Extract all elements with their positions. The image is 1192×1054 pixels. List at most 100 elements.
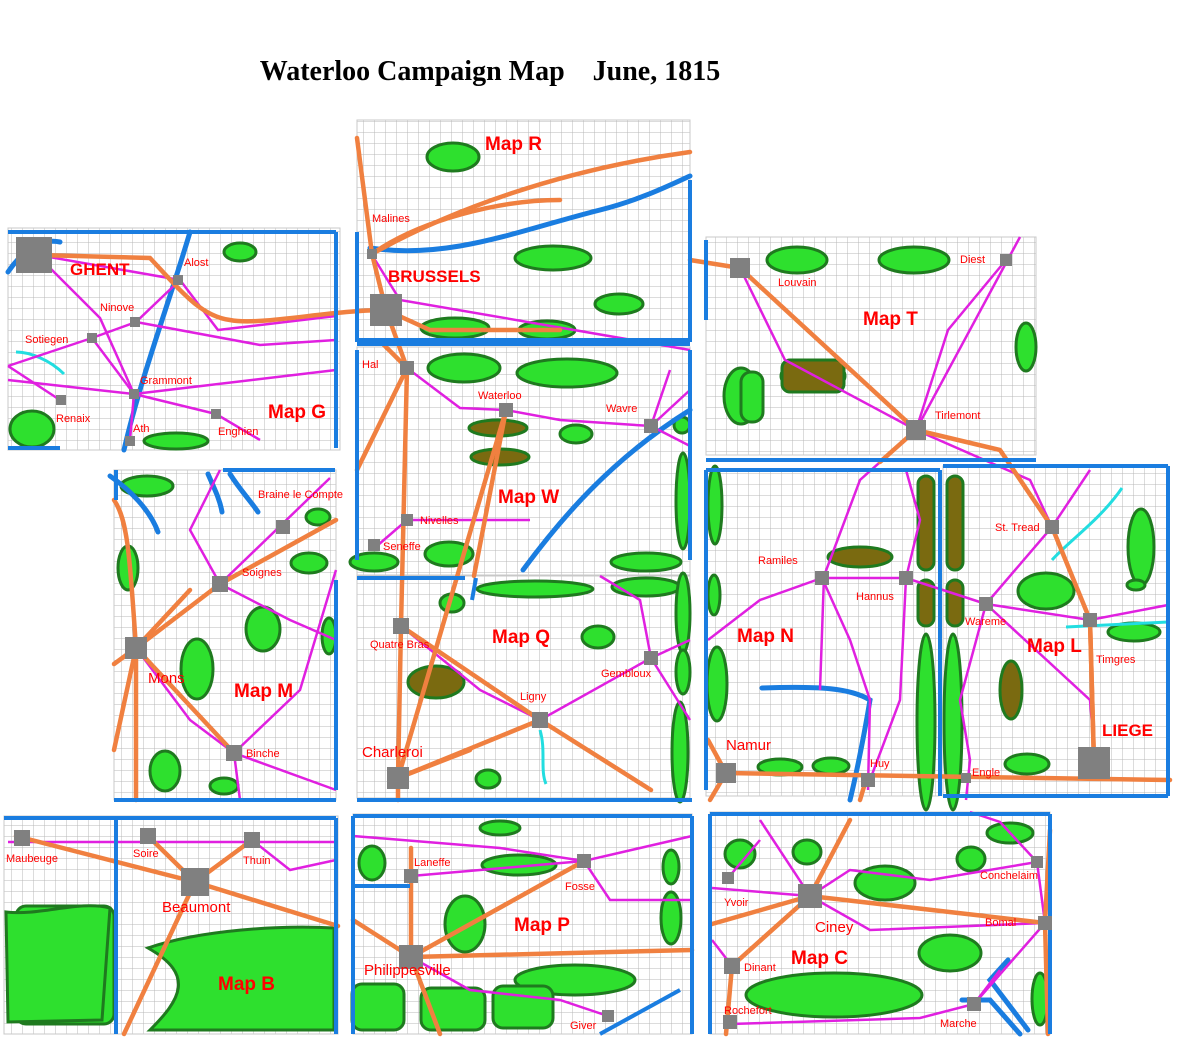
town-label: Renaix [56,413,91,425]
town-label: Nivelles [420,515,459,527]
major-road-20 [217,517,339,587]
forest-17 [304,507,332,527]
forest-31 [674,451,692,551]
town-marker [1031,856,1043,868]
river-9 [986,957,1031,1033]
major-road-37 [408,947,695,960]
forest-19 [289,551,329,575]
minor-road-32 [649,657,692,721]
field-3 [826,545,894,569]
minor-road-6 [128,393,136,441]
town-label: Namur [726,737,771,754]
town-label: Braine le Compte [258,489,343,501]
map-tile-g [7,227,341,451]
town-marker [404,869,418,883]
town-marker [226,745,242,761]
forest-55 [723,838,757,870]
forest-51 [661,848,681,886]
town-label: Ciney [815,919,854,936]
forest-block-2 [419,986,487,1032]
town-label: BRUSSELS [388,267,481,286]
major-road-17 [395,747,473,781]
town-label: Thuin [243,855,271,867]
forest-4 [513,244,593,272]
forest-13 [877,245,951,275]
town-label: GHENT [70,260,130,279]
map-label-q: Map Q [492,627,550,648]
minor-road-26 [135,647,235,754]
minor-road-3 [135,320,337,347]
town-marker [1078,747,1110,779]
minor-road-10 [215,412,261,442]
town-marker [211,409,221,419]
town-label: Beaumont [162,899,231,916]
town-marker [716,763,736,783]
river-5 [227,471,261,515]
town-label: Wareme [965,616,1006,628]
stream-0 [15,350,66,376]
forest-46 [915,632,937,812]
minor-road-22 [219,477,331,585]
major-road-42 [807,817,853,899]
forest-34 [674,648,692,696]
town-label: Fosse [565,881,595,893]
forest-29 [609,551,683,573]
town-label: Philippesville [364,962,451,979]
forest-10 [558,423,594,445]
forest-3 [142,431,210,451]
town-marker [906,420,926,440]
minor-road-9 [7,378,135,396]
field-block-3 [945,578,965,628]
map-label-g: Map G [268,402,326,423]
town-label: Ninove [100,302,134,314]
minor-road-19 [649,369,672,427]
forest-63 [474,768,502,790]
town-label: Conchelaim [980,870,1038,882]
map-label-c: Map C [791,948,848,969]
town-label: Huy [870,758,890,770]
minor-road-21 [377,518,530,546]
town-label: St. Tread [995,522,1040,534]
town-label: Marche [940,1018,977,1030]
stream-2 [1050,487,1124,562]
major-road-22 [111,645,139,753]
town-marker [16,237,52,273]
town-marker [367,249,377,259]
town-label: Dinant [744,962,776,974]
forest-maubeuge [4,904,112,1024]
town-marker [125,436,135,446]
forest-8 [426,352,502,384]
minor-road-51 [809,860,1038,898]
forest-37 [706,573,722,617]
forest-23 [148,749,182,793]
town-label: Waterloo [478,390,522,402]
minor-road-23 [219,582,337,642]
town-marker [861,773,875,787]
town-label: Yvoir [724,897,749,909]
major-road-25 [111,497,139,651]
town-marker [370,294,402,326]
forest-61 [744,971,924,1019]
town-label: Charleroi [362,744,423,761]
town-label: Soignes [242,567,282,579]
map-label-r: Map R [485,134,542,155]
town-marker [967,997,981,1011]
map-label-b: Map B [218,974,275,995]
forest-35 [670,700,690,804]
minor-road-24 [188,469,222,585]
minor-road-28 [233,569,338,754]
forest-25 [348,551,400,573]
map-border-9 [470,577,478,601]
minor-road-46 [410,859,585,878]
forest-32 [580,624,616,650]
major-road-38 [408,954,443,1037]
town-marker [87,333,97,343]
major-road-29 [1087,617,1097,766]
field-block-2 [916,578,936,628]
town-label: Engle [972,767,1000,779]
forest-48 [357,844,387,882]
town-marker [393,618,409,634]
town-marker [798,884,822,908]
